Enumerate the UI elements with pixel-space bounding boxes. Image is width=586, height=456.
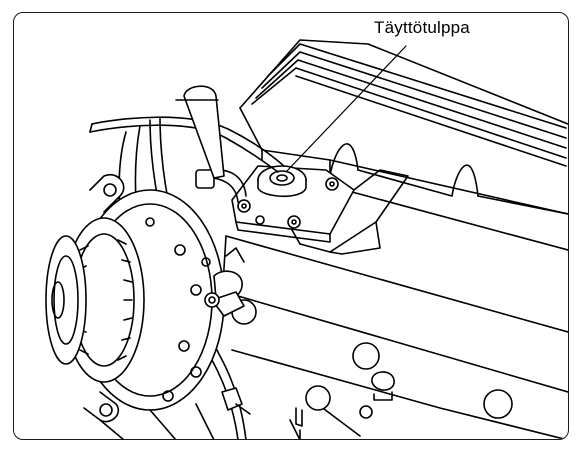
filler-cap[interactable]: [257, 165, 307, 198]
alternator: [45, 173, 251, 439]
engine-block: [221, 235, 568, 439]
filler-cap-label: Täyttötulppa: [374, 18, 470, 37]
alternator-bracket: [204, 291, 245, 317]
cap-bolts: [237, 177, 339, 229]
callout-leader-line: [285, 45, 407, 173]
